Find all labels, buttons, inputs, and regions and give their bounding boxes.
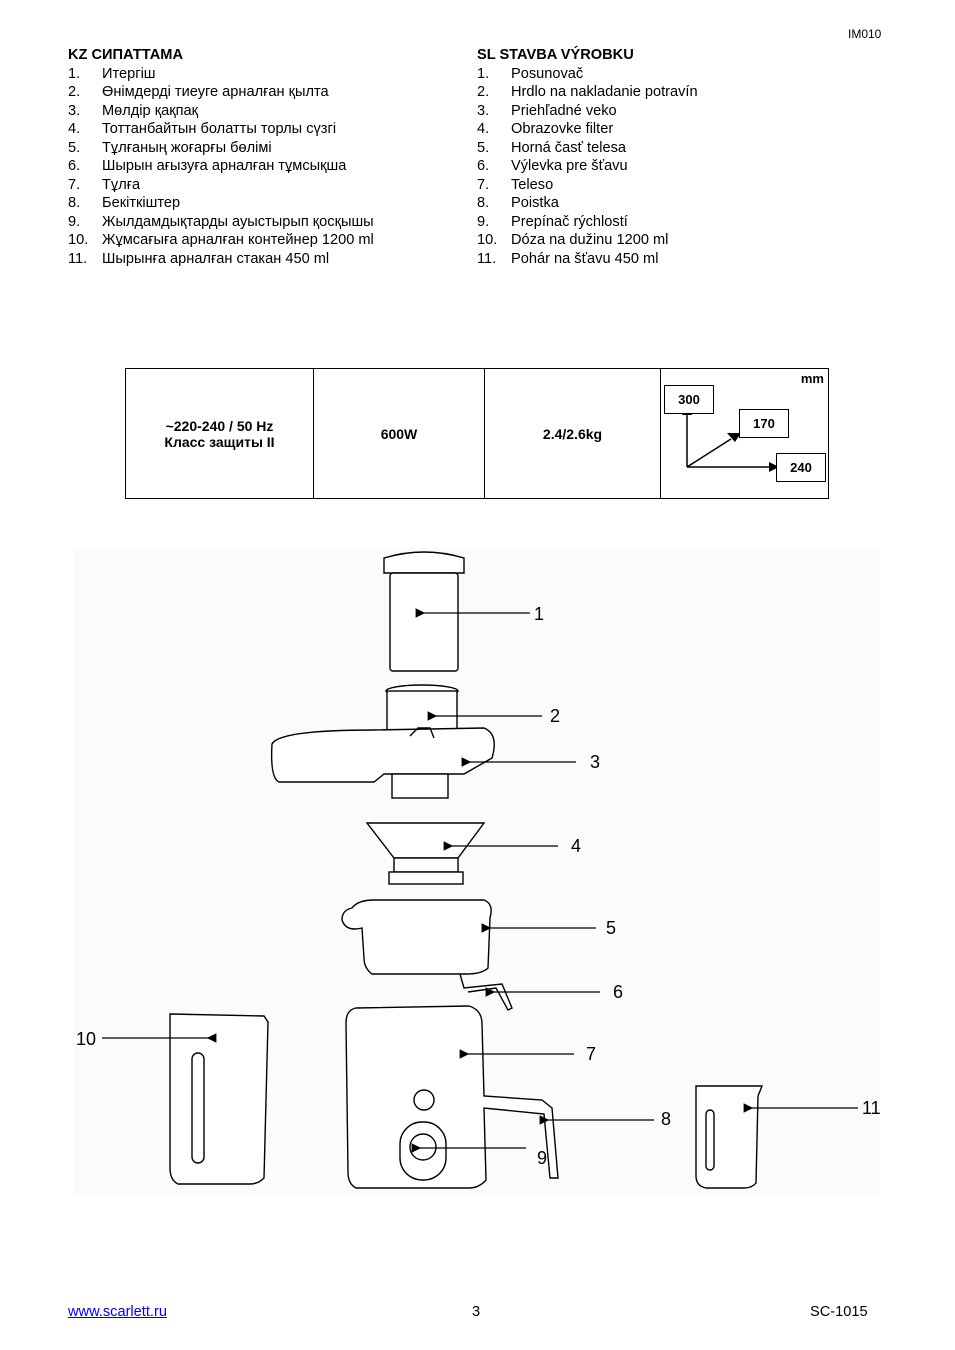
pulp-container-part bbox=[169, 1013, 269, 1185]
list-item: 6.Шырын ағызуға арналған тұмсықша bbox=[68, 158, 347, 174]
list-item: 9.Жылдамдықтарды ауыстырып қосқышы bbox=[68, 213, 374, 230]
sl-parts-section: SL STAVBA VÝROBKU 1.Posunovač 2.Hrdlo na… bbox=[477, 46, 877, 268]
list-item: 10.Dóza na dužinu 1200 ml bbox=[477, 232, 669, 248]
callout-5: 5 bbox=[606, 918, 617, 938]
spec-power: 600W bbox=[313, 368, 485, 499]
product-diagram: 1 2 3 4 5 6 7 8 9 10 11 bbox=[74, 548, 881, 1194]
list-item: 9.Prepínač rýchlostí bbox=[477, 213, 628, 230]
sl-parts-list: 1.Posunovač 2.Hrdlo na nakladanie potrav… bbox=[477, 65, 877, 269]
list-item: 7.Тұлға bbox=[68, 176, 141, 193]
spec-weight: 2.4/2.6kg bbox=[484, 368, 661, 499]
callout-11: 11 bbox=[862, 1098, 881, 1118]
specs-table: ~220-240 / 50 Hz Класс защиты II 600W 2.… bbox=[125, 368, 829, 499]
leader-lines bbox=[102, 608, 858, 1153]
juice-cup-part bbox=[695, 1085, 764, 1189]
callout-4: 4 bbox=[571, 836, 582, 856]
list-item: 5.Horná časť telesa bbox=[477, 139, 626, 156]
upper-housing-part bbox=[341, 899, 513, 1011]
kz-parts-section: KZ СИПАТТАМА 1.Итергіш 2.Өнімдерді тиеуг… bbox=[68, 46, 448, 268]
callout-3: 3 bbox=[590, 752, 601, 772]
filter-part bbox=[365, 822, 486, 885]
dimensions-unit: mm bbox=[800, 371, 824, 386]
list-item: 6.Výlevka pre šťavu bbox=[477, 158, 628, 174]
dimension-width: 240 bbox=[776, 453, 826, 482]
callout-9: 9 bbox=[537, 1148, 548, 1168]
list-item: 8.Poistka bbox=[477, 195, 559, 211]
dimensions-diagram: mm 300 170 240 bbox=[661, 369, 832, 498]
list-item: 5.Тұлғаның жоғарғы бөлімі bbox=[68, 139, 272, 156]
body-part bbox=[345, 1005, 559, 1189]
sl-section-title: SL STAVBA VÝROBKU bbox=[477, 47, 634, 63]
list-item: 1.Итергіш bbox=[68, 65, 156, 82]
spec-dimensions: mm 300 170 240 bbox=[660, 368, 832, 499]
list-item: 8.Бекіткіштер bbox=[68, 195, 181, 211]
list-item: 1.Posunovač bbox=[477, 65, 584, 82]
list-item: 7.Teleso bbox=[477, 176, 554, 193]
website-link[interactable]: www.scarlett.ru bbox=[68, 1304, 167, 1320]
list-item: 11.Шырынға арналған стакан 450 ml bbox=[68, 250, 330, 267]
callout-6: 6 bbox=[613, 982, 624, 1002]
spec-voltage: ~220-240 / 50 Hz bbox=[165, 417, 274, 434]
spec-protection-class: Класс защиты II bbox=[164, 433, 275, 450]
list-item: 2.Өнімдерді тиеуге арналған қылта bbox=[68, 84, 329, 100]
callout-8: 8 bbox=[661, 1109, 672, 1129]
list-item: 11.Pohár na šťavu 450 ml bbox=[477, 250, 659, 267]
list-item: 10.Жұмсағыға арналған контейнер 1200 ml bbox=[68, 232, 374, 248]
list-item: 4.Obrazovke filter bbox=[477, 121, 614, 137]
dimension-depth: 170 bbox=[739, 409, 789, 438]
callout-1: 1 bbox=[534, 604, 545, 624]
list-item: 2.Hrdlo na nakladanie potravín bbox=[477, 84, 698, 100]
lid-part bbox=[270, 684, 495, 799]
kz-section-title: KZ СИПАТТАМА bbox=[68, 47, 183, 63]
model-number: SC-1015 bbox=[810, 1304, 868, 1320]
callout-7: 7 bbox=[586, 1044, 597, 1064]
callout-2: 2 bbox=[550, 706, 561, 726]
pusher-part bbox=[383, 551, 465, 672]
document-code: IM010 bbox=[848, 27, 882, 41]
list-item: 3.Мөлдір қақпақ bbox=[68, 102, 199, 119]
list-item: 4.Тоттанбайтын болатты торлы сүзгі bbox=[68, 121, 337, 137]
juicer-exploded-view bbox=[102, 551, 858, 1189]
spec-electrical: ~220-240 / 50 Hz Класс защиты II bbox=[125, 368, 314, 499]
kz-parts-list: 1.Итергіш 2.Өнімдерді тиеуге арналған қы… bbox=[68, 65, 448, 269]
page-number: 3 bbox=[472, 1304, 481, 1320]
callout-10: 10 bbox=[76, 1029, 97, 1049]
list-item: 3.Priehľadné veko bbox=[477, 102, 617, 119]
dimension-height: 300 bbox=[664, 385, 714, 414]
